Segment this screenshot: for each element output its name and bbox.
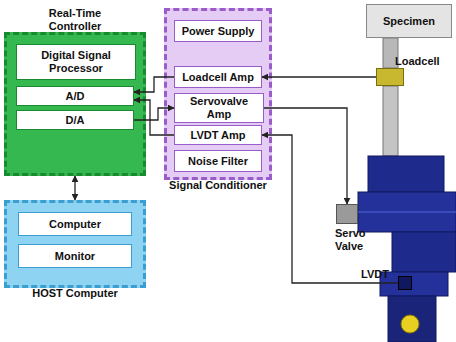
heading-label: LVDT [361,268,389,281]
filter-box: Noise Filter [174,150,262,172]
box-label: Loadcell Amp [179,71,257,84]
cylinder-body [392,232,456,272]
signal-connector [264,108,347,204]
box-label: Noise Filter [185,155,251,168]
converter-box: D/A [16,110,134,130]
process-box: Digital Signal Processor [16,44,136,80]
box-label: Power Supply [179,25,258,38]
heading-label: Signal Conditioner [158,179,278,192]
heading-label: Servo Valve [335,227,379,253]
converter-box: A/D [16,86,134,106]
box-label: Monitor [52,250,98,263]
box-label: D/A [63,114,88,127]
box-label: Servovalve Amp [175,95,263,121]
box-label: Computer [46,218,104,231]
box-label: Digital Signal Processor [17,49,135,75]
box-label: Specimen [380,15,438,28]
heading-label: HOST Computer [4,287,146,300]
amplifier-box: LVDT Amp [174,125,262,145]
module-box: Power Supply [174,20,262,42]
heading-label: Loadcell [395,55,440,68]
signal-connector [262,135,398,283]
pivot-pin [401,315,419,333]
loadcell-block: Loadcell [376,68,404,86]
box-label: A/D [63,90,88,103]
cylinder-base [380,272,448,296]
conditioner-group: Signal ConditionerPower SupplyLoadcell A… [164,8,272,180]
lvdt-sensor: LVDT [398,276,412,290]
controller-group: Real-Time ControllerDigital Signal Proce… [4,32,146,176]
box-label: LVDT Amp [188,129,249,142]
cylinder-band [358,211,456,213]
heading-label: Real-Time Controller [25,7,125,33]
device-box: Computer [18,212,132,236]
cylinder-head [368,156,444,192]
device-box: Monitor [18,244,132,268]
clevis-mount [388,296,436,342]
servo-valve: Servo Valve [336,204,358,224]
piston-rod [383,86,398,156]
amplifier-box: Loadcell Amp [174,66,262,88]
cylinder-upper [358,192,456,232]
signal-connector [74,176,75,200]
amplifier-box: Servovalve Amp [174,93,264,123]
host-group: HOST ComputerComputerMonitor [4,200,146,288]
signal-connector [262,76,376,77]
specimen-box: Specimen [366,4,452,38]
